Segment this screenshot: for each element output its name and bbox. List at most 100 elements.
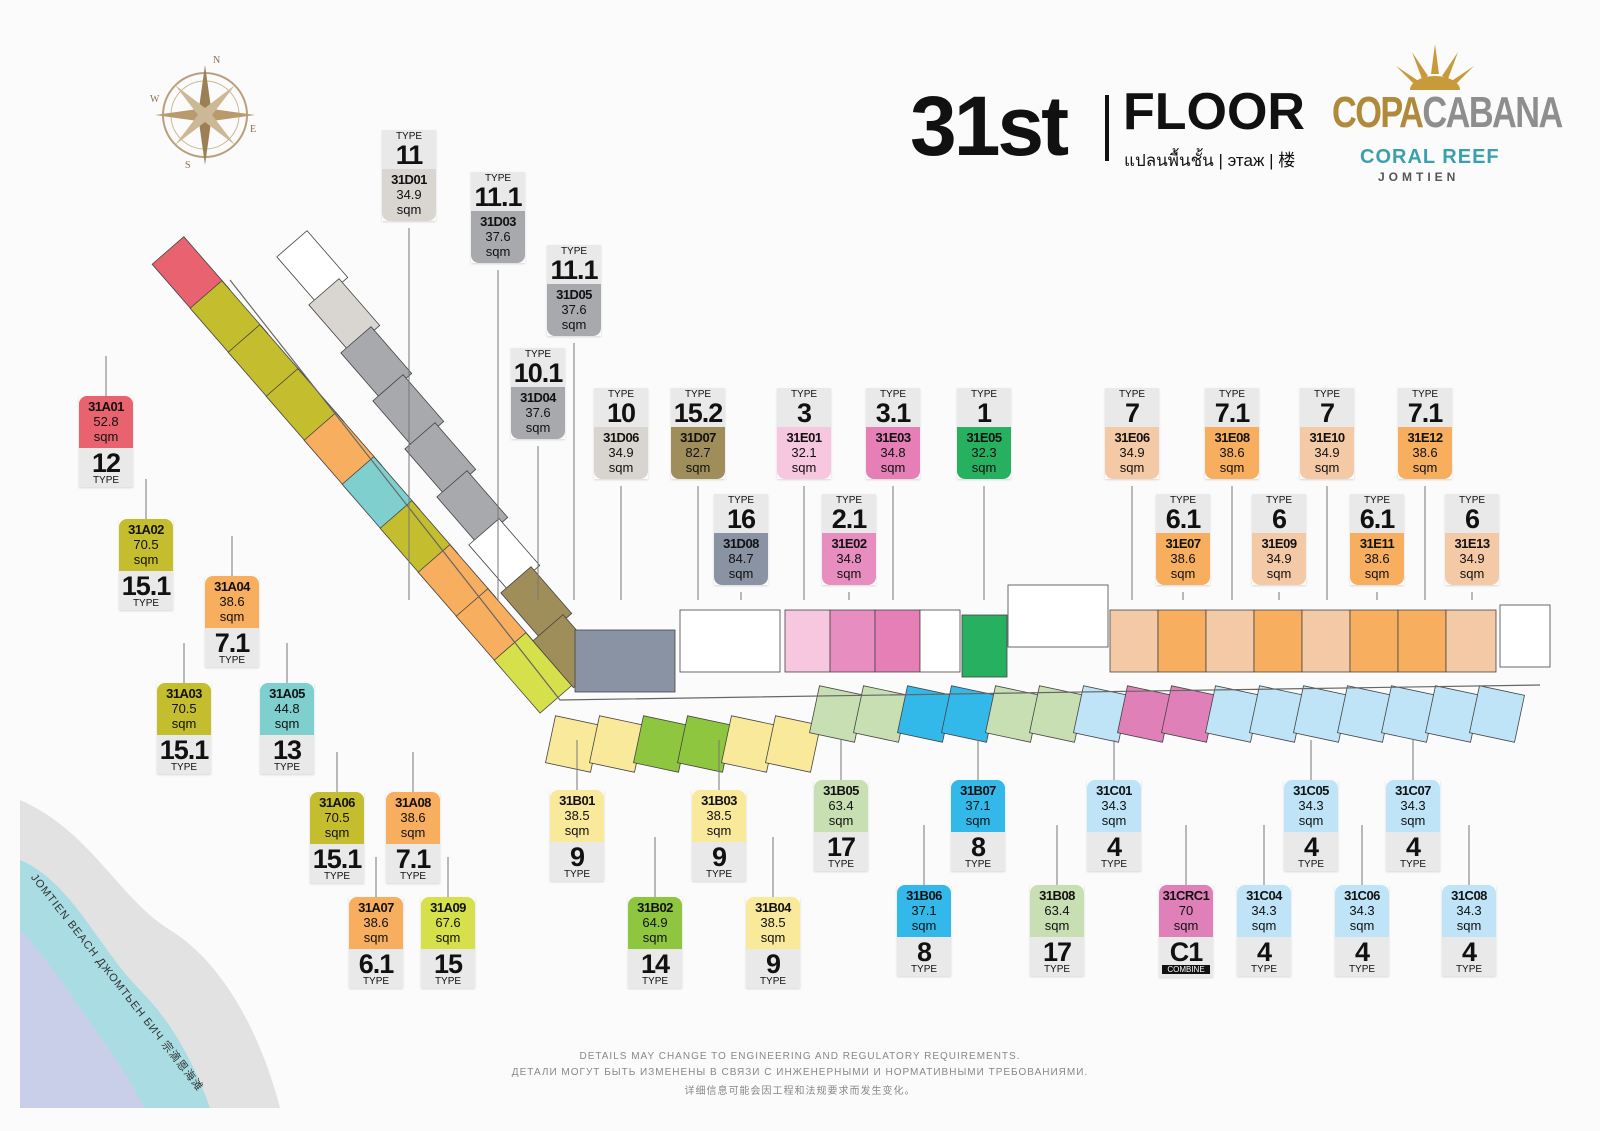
unit-info: 31C04 34.3 sqm bbox=[1237, 885, 1291, 937]
sqm-label: sqm bbox=[324, 825, 350, 840]
unit-info: 31E07 38.6 sqm bbox=[1156, 533, 1210, 585]
type-label: TYPE bbox=[273, 762, 301, 773]
unit-info: 31B02 64.9 sqm bbox=[628, 897, 682, 949]
type-label: TYPE bbox=[684, 389, 712, 400]
type-label: TYPE bbox=[910, 964, 938, 975]
sqm-label: sqm bbox=[396, 202, 422, 217]
type-number: 4 bbox=[1106, 832, 1122, 862]
sqm-label: sqm bbox=[836, 566, 862, 581]
unit-number: 31B04 bbox=[755, 900, 791, 915]
unit-info: 31E01 32.1 sqm bbox=[777, 427, 831, 479]
unit-area: 34.3 bbox=[1349, 903, 1375, 918]
unit-number: 31C07 bbox=[1395, 783, 1431, 798]
sqm-label: sqm bbox=[485, 244, 511, 259]
brand-line2: CORAL REEF bbox=[1360, 146, 1500, 168]
type-label: TYPE bbox=[323, 871, 351, 882]
building-outline bbox=[151, 230, 1551, 773]
unit-number: 31D06 bbox=[603, 430, 639, 445]
unit-number: 31D01 bbox=[391, 172, 427, 187]
type-number: 6 bbox=[1271, 504, 1287, 534]
unit-area: 34.3 bbox=[1400, 798, 1426, 813]
sqm-label: sqm bbox=[642, 930, 668, 945]
type-label: TYPE bbox=[1458, 495, 1486, 506]
type-label: TYPE bbox=[563, 869, 591, 880]
unit-number: 31E07 bbox=[1165, 536, 1201, 551]
unit-area: 63.4 bbox=[1044, 903, 1070, 918]
unit-block bbox=[633, 715, 689, 773]
unit-number: 31E03 bbox=[875, 430, 911, 445]
unit-number: 31E02 bbox=[831, 536, 867, 551]
type-label: TYPE bbox=[1250, 964, 1278, 975]
unit-block bbox=[677, 715, 733, 773]
unit-number: 31B03 bbox=[701, 793, 737, 808]
unit-area: 37.6 bbox=[525, 405, 551, 420]
unit-area: 34.3 bbox=[1456, 903, 1482, 918]
type-number: 7.1 bbox=[1407, 398, 1444, 428]
type-number: 4 bbox=[1354, 937, 1370, 967]
type-label: TYPE bbox=[395, 131, 423, 142]
unit-area: 34.3 bbox=[1251, 903, 1277, 918]
unit-info: 31C08 34.3 sqm bbox=[1442, 885, 1496, 937]
unit-info: 31B08 63.4 sqm bbox=[1030, 885, 1084, 937]
unit-number: 31C08 bbox=[1451, 888, 1487, 903]
unit-info: 31E13 34.9 sqm bbox=[1445, 533, 1499, 585]
sqm-label: sqm bbox=[965, 813, 991, 828]
sqm-label: sqm bbox=[1119, 460, 1145, 475]
unit-area: 34.9 bbox=[1119, 445, 1145, 460]
unit-info: 31E03 34.8 sqm bbox=[866, 427, 920, 479]
unit-number: 31E10 bbox=[1309, 430, 1345, 445]
unit-block bbox=[1301, 609, 1351, 673]
